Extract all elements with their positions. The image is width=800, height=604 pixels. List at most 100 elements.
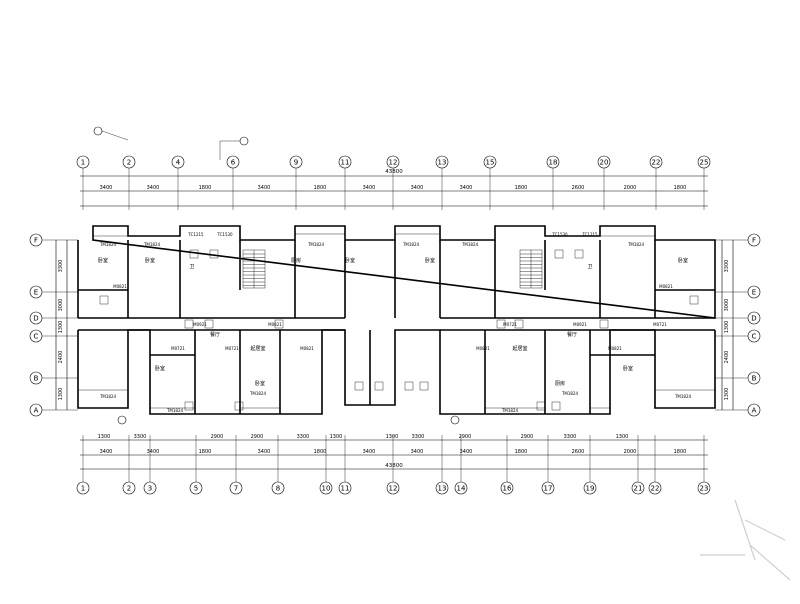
window-tag: TM1824 bbox=[166, 408, 184, 413]
axis-label: 16 bbox=[503, 485, 512, 493]
axis-bubble-bottom: 1 bbox=[76, 435, 90, 495]
dimension-value: 1300 bbox=[724, 321, 730, 334]
axis-label: 2 bbox=[127, 485, 131, 493]
axis-bubble-bottom: 21 bbox=[631, 435, 645, 495]
fixture bbox=[234, 401, 244, 411]
dimension-value: 3400 bbox=[100, 449, 113, 455]
axis-bubble-top: 18 bbox=[546, 155, 560, 210]
dimension-value: 1800 bbox=[314, 185, 327, 191]
dimension-value: 1800 bbox=[674, 449, 687, 455]
door-tag: M0821 bbox=[300, 346, 314, 351]
axis-bubble-left: C bbox=[29, 329, 78, 343]
door-tag: M0921 bbox=[193, 322, 207, 327]
fixtures bbox=[99, 249, 699, 411]
door-tag: M0721 bbox=[225, 346, 239, 351]
dimension-value: 1800 bbox=[515, 449, 528, 455]
dimension-value: 1300 bbox=[330, 434, 343, 440]
window-tag: TM1824 bbox=[501, 408, 519, 413]
room-label: 卧室 bbox=[678, 257, 688, 264]
left-dimension-lines bbox=[55, 240, 68, 410]
dimension-value: 3300 bbox=[724, 260, 730, 273]
axis-label: 11 bbox=[341, 159, 350, 167]
axis-bubble-bottom: 7 bbox=[229, 435, 243, 495]
axis-bubble-top: 6 bbox=[226, 155, 240, 210]
axis-label: 1 bbox=[81, 485, 85, 493]
dimension-value: 2900 bbox=[211, 434, 224, 440]
axis-label: F bbox=[34, 237, 38, 245]
axis-label: C bbox=[752, 333, 757, 341]
dimension-value: 2400 bbox=[58, 351, 64, 364]
axis-label: 3 bbox=[148, 485, 152, 493]
fixture bbox=[354, 381, 364, 391]
door-tag: M0721 bbox=[171, 346, 185, 351]
dimension-value: 2900 bbox=[251, 434, 264, 440]
dimension-value: 3400 bbox=[460, 185, 473, 191]
dimension-value: 1300 bbox=[58, 321, 64, 334]
axis-label: 6 bbox=[231, 159, 236, 167]
axis-bubble-right: E bbox=[715, 285, 761, 299]
dimension-value: 3000 bbox=[58, 299, 64, 312]
top-total-dimension: 43800 bbox=[385, 169, 403, 175]
fixture bbox=[689, 295, 699, 305]
room-label: 餐厅 bbox=[210, 331, 220, 338]
fixture bbox=[374, 381, 384, 391]
dimension-value: 3400 bbox=[258, 449, 271, 455]
axis-bubble-bottom: 11 bbox=[338, 435, 352, 495]
axis-bubble-bottom: 16 bbox=[500, 435, 514, 495]
window-tag: TM1824 bbox=[143, 242, 161, 247]
dimension-value: 1800 bbox=[515, 185, 528, 191]
axis-bubble-bottom: 3 bbox=[143, 435, 157, 495]
window-tag: TC1215 bbox=[187, 232, 204, 237]
building-walls bbox=[77, 225, 716, 415]
axis-label: D bbox=[751, 315, 756, 323]
axis-bubble-bottom: 22 bbox=[648, 435, 662, 495]
dimension-value: 3300 bbox=[58, 260, 64, 273]
axis-label: 14 bbox=[457, 485, 466, 493]
axis-bubble-left: D bbox=[29, 311, 78, 325]
axis-label: A bbox=[34, 407, 39, 415]
window-tag: TM1824 bbox=[99, 242, 117, 247]
axis-bubble-top: 22 bbox=[649, 155, 663, 210]
axis-bubble-right: A bbox=[715, 403, 761, 417]
window-tag: TM1824 bbox=[99, 394, 117, 399]
dimension-value: 1800 bbox=[199, 449, 212, 455]
room-label: 卧室 bbox=[345, 257, 355, 264]
door-tag: M0821 bbox=[608, 346, 622, 351]
leader-notes bbox=[93, 126, 460, 425]
fixture bbox=[514, 319, 524, 329]
room-label: 卧室 bbox=[255, 380, 265, 387]
dimension-value: 1300 bbox=[98, 434, 111, 440]
window-tag: TM1824 bbox=[674, 394, 692, 399]
axis-bubble-left: A bbox=[29, 403, 78, 417]
axis-label: 12 bbox=[389, 159, 398, 167]
fixture bbox=[189, 249, 199, 259]
dimension-value: 3400 bbox=[100, 185, 113, 191]
axis-bubble-top: 2 bbox=[122, 155, 136, 210]
axis-label: C bbox=[34, 333, 39, 341]
axis-label: 7 bbox=[234, 485, 238, 493]
axis-label: 9 bbox=[294, 159, 298, 167]
window-tag: TC1530 bbox=[216, 232, 233, 237]
window-tag: TM1824 bbox=[402, 242, 420, 247]
axis-label: 8 bbox=[276, 485, 280, 493]
axis-label: 2 bbox=[127, 159, 131, 167]
axis-bubble-bottom: 19 bbox=[583, 435, 597, 495]
axis-label: E bbox=[752, 289, 756, 297]
axis-bubble-top: 1 bbox=[76, 155, 90, 210]
room-label: 卧室 bbox=[145, 257, 155, 264]
axis-label: 20 bbox=[600, 159, 609, 167]
dimension-value: 1300 bbox=[386, 434, 399, 440]
dimension-value: 3400 bbox=[411, 449, 424, 455]
fixture bbox=[599, 319, 609, 329]
dimension-value: 1800 bbox=[674, 185, 687, 191]
axis-label: 22 bbox=[651, 485, 660, 493]
window-bars bbox=[77, 225, 716, 415]
axis-label: 25 bbox=[700, 159, 709, 167]
dimension-value: 3400 bbox=[363, 449, 376, 455]
room-label: 卧室 bbox=[98, 257, 108, 264]
